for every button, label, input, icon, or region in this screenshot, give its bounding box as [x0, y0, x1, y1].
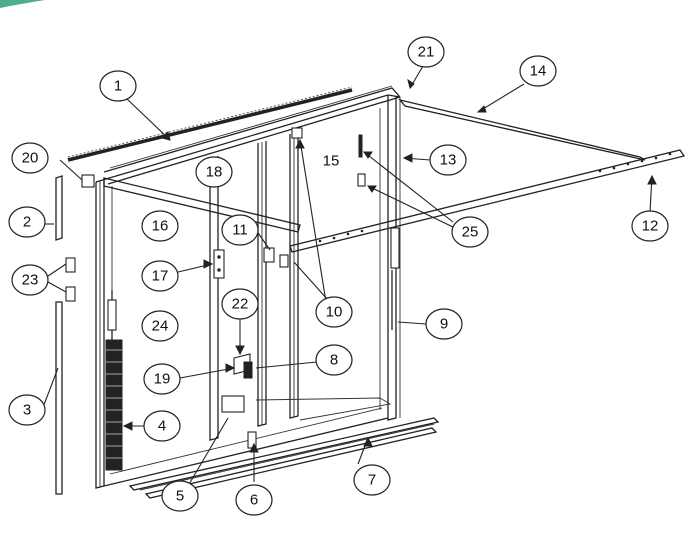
svg-text:2: 2	[23, 214, 31, 231]
callout-7: 7	[353, 464, 391, 496]
callout-12: 12	[631, 210, 669, 242]
left-spring	[105, 290, 123, 471]
rail-holes	[318, 152, 672, 243]
track-rails	[103, 98, 686, 253]
callout-16: 16	[141, 210, 179, 242]
svg-text:11: 11	[232, 222, 248, 239]
callout-10: 10	[315, 296, 353, 328]
callout-25: 25	[451, 216, 489, 248]
callout-14: 14	[519, 55, 557, 87]
hardware-parts	[81, 127, 366, 449]
svg-text:6: 6	[250, 492, 258, 509]
callout-19: 19	[143, 363, 181, 395]
svg-text:3: 3	[23, 402, 31, 419]
svg-text:25: 25	[462, 224, 479, 241]
svg-text:9: 9	[440, 316, 448, 333]
callout-8: 8	[315, 344, 353, 376]
svg-text:23: 23	[22, 272, 39, 289]
callout-6: 6	[235, 484, 273, 516]
svg-text:5: 5	[176, 488, 184, 505]
bottom-seal-rail	[128, 417, 440, 499]
callout-20: 20	[11, 142, 49, 174]
callout-2: 2	[8, 206, 46, 238]
callout-1: 1	[99, 70, 137, 102]
callout-21: 21	[407, 36, 445, 68]
callout-11: 11	[221, 214, 259, 246]
svg-text:19: 19	[154, 371, 171, 388]
callout-4: 4	[143, 410, 181, 442]
callout-15: 15	[323, 153, 340, 170]
callout-18: 18	[195, 156, 233, 188]
leader-lines	[41, 65, 657, 487]
top-seal-strip	[67, 86, 353, 162]
svg-text:1: 1	[114, 78, 122, 95]
callout-13: 13	[429, 144, 467, 176]
svg-text:12: 12	[642, 218, 659, 235]
svg-text:24: 24	[152, 318, 169, 335]
callout-22: 22	[221, 288, 259, 320]
callout-23: 23	[11, 264, 49, 296]
svg-text:4: 4	[158, 418, 166, 435]
svg-text:13: 13	[440, 152, 457, 169]
svg-text:8: 8	[330, 352, 338, 369]
svg-text:20: 20	[22, 150, 39, 167]
callout-17: 17	[141, 260, 179, 292]
callout-5: 5	[161, 480, 199, 512]
callout-9: 9	[425, 308, 463, 340]
right-spring	[390, 227, 400, 330]
svg-text:22: 22	[232, 296, 249, 313]
svg-text:10: 10	[326, 304, 343, 321]
svg-text:21: 21	[418, 44, 435, 61]
corner-accent	[0, 0, 45, 8]
callout-24: 24	[141, 310, 179, 342]
callout-3: 3	[8, 394, 46, 426]
svg-text:7: 7	[368, 472, 376, 489]
side-seal-parts	[55, 175, 76, 495]
door-frame	[95, 85, 401, 489]
svg-text:17: 17	[152, 268, 169, 285]
svg-text:18: 18	[206, 164, 223, 181]
svg-text:16: 16	[152, 218, 169, 235]
svg-text:15: 15	[323, 153, 340, 170]
svg-text:14: 14	[530, 63, 547, 80]
